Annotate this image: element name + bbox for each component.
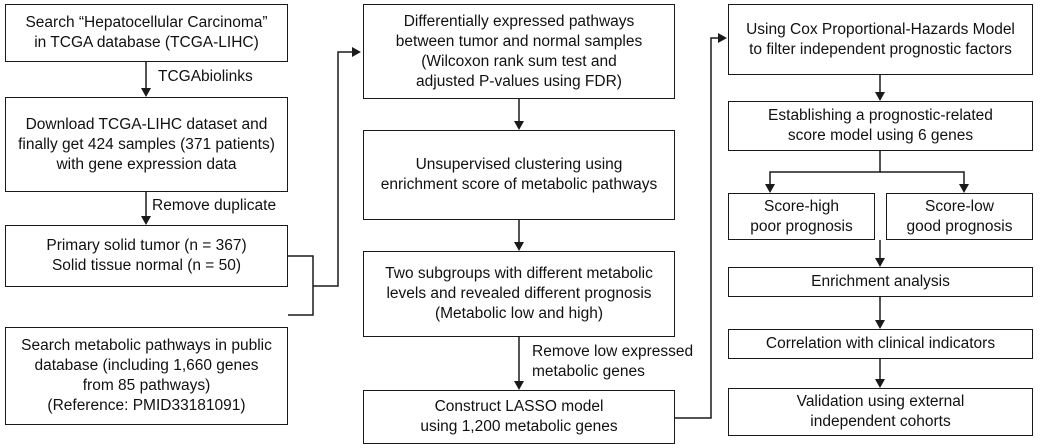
step-text: Score-low xyxy=(925,197,994,215)
step-score-low: Score-low good prognosis xyxy=(886,193,1033,240)
step-unsupervised-clustering: Unsupervised clustering using enrichment… xyxy=(363,130,675,220)
step-text: Search metabolic pathways in public xyxy=(21,337,272,354)
step-enrichment-analysis: Enrichment analysis xyxy=(728,267,1033,297)
arrowhead-c2-1 xyxy=(514,121,524,130)
step-text: to filter independent prognostic factors xyxy=(749,40,1012,58)
split-right xyxy=(880,171,965,184)
arrowhead-c2-2 xyxy=(514,242,524,251)
label-remove-low-expressed: Remove low expressed metabolic genes xyxy=(532,342,693,382)
arrowhead-c3-3 xyxy=(875,320,885,329)
step-text: Unsupervised clustering using xyxy=(415,156,623,173)
step-search-pathways: Search metabolic pathways in public data… xyxy=(5,327,288,425)
label-tcgabiolinks: TCGAbiolinks xyxy=(158,68,253,85)
arrowhead-c3-1 xyxy=(875,92,885,101)
step-text: Establishing a prognostic-related xyxy=(768,107,993,124)
step-text: (Metabolic low and high) xyxy=(434,305,603,322)
arrowhead-c1-1 xyxy=(141,88,151,97)
step-text: between tumor and normal samples xyxy=(395,32,643,50)
step-score-model: Establishing a prognostic-related score … xyxy=(728,101,1033,151)
step-search-tcga: Search “Hepatocellular Carcinoma” in TCG… xyxy=(5,4,288,62)
step-text: (Reference: PMID33181091) xyxy=(47,397,246,414)
step-cox-model: Using Cox Proportional-Hazards Model to … xyxy=(728,4,1033,75)
step-text: Enrichment analysis xyxy=(811,273,950,290)
step-clinical-correlation: Correlation with clinical indicators xyxy=(728,329,1033,359)
arrowhead-c1-c2 xyxy=(352,47,361,57)
step-text: from 85 pathways) xyxy=(82,377,211,394)
step-download-dataset: Download TCGA-LIHC dataset and finally g… xyxy=(5,97,288,192)
arrowhead-c3-4 xyxy=(875,379,885,388)
step-text: finally get 424 samples (371 patients) xyxy=(18,135,275,153)
step-text: with gene expression data xyxy=(56,155,237,173)
step-text: Search “Hepatocellular Carcinoma” xyxy=(25,14,268,31)
link-c2-c3 xyxy=(675,37,718,419)
step-construct-lasso: Construct LASSO model using 1,200 metabo… xyxy=(363,390,675,444)
step-text: in TCGA database (TCGA-LIHC) xyxy=(34,34,259,51)
step-score-high: Score-high poor prognosis xyxy=(728,193,875,240)
step-differential-pathways: Differentially expressed pathways betwee… xyxy=(363,4,675,99)
step-text: enrichment score of metabolic pathways xyxy=(380,176,658,193)
arrowhead-c1-2 xyxy=(141,216,151,225)
step-text: database (including 1,660 genes xyxy=(34,357,259,374)
step-text: Construct LASSO model xyxy=(434,398,604,415)
step-external-validation: Validation using external independent co… xyxy=(728,388,1033,436)
step-text: independent cohorts xyxy=(810,413,951,430)
label-line: Remove low expressed xyxy=(532,343,694,360)
arrowhead-split-left xyxy=(765,184,775,193)
arrowhead-c2-c3 xyxy=(718,33,727,43)
step-text: Download TCGA-LIHC dataset and xyxy=(25,115,268,133)
step-text: (Wilcoxon rank sum test and xyxy=(421,52,617,70)
split-left xyxy=(769,151,881,184)
step-text: adjusted P-values using FDR) xyxy=(416,72,622,90)
step-text: Solid tissue normal (n = 50) xyxy=(51,257,242,274)
step-text: using 1,200 metabolic genes xyxy=(420,418,618,435)
step-text: levels and revealed different prognosis xyxy=(386,285,652,302)
step-text: good prognosis xyxy=(906,217,1013,235)
step-text: Using Cox Proportional-Hazards Model xyxy=(746,20,1015,38)
step-text: Correlation with clinical indicators xyxy=(765,335,996,352)
arrowhead-c3-2 xyxy=(875,258,885,267)
bracket-c1 xyxy=(288,255,314,316)
link-c1-c2 xyxy=(313,51,352,287)
arrowhead-split-right xyxy=(959,184,969,193)
step-text: Score-high xyxy=(764,197,839,215)
step-text: score model using 6 genes xyxy=(787,127,974,144)
step-two-subgroups: Two subgroups with different metabolic l… xyxy=(363,251,675,337)
step-text: Primary solid tumor (n = 367) xyxy=(46,237,247,254)
label-remove-duplicate: Remove duplicate xyxy=(152,197,277,214)
step-text: Differentially expressed pathways xyxy=(403,12,635,30)
step-text: poor prognosis xyxy=(750,217,853,235)
step-sample-groups: Primary solid tumor (n = 367) Solid tiss… xyxy=(5,225,288,287)
step-text: Two subgroups with different metabolic xyxy=(385,265,653,282)
step-text: Validation using external xyxy=(796,393,965,410)
arrowhead-c2-3 xyxy=(514,381,524,390)
label-line: metabolic genes xyxy=(532,363,645,380)
